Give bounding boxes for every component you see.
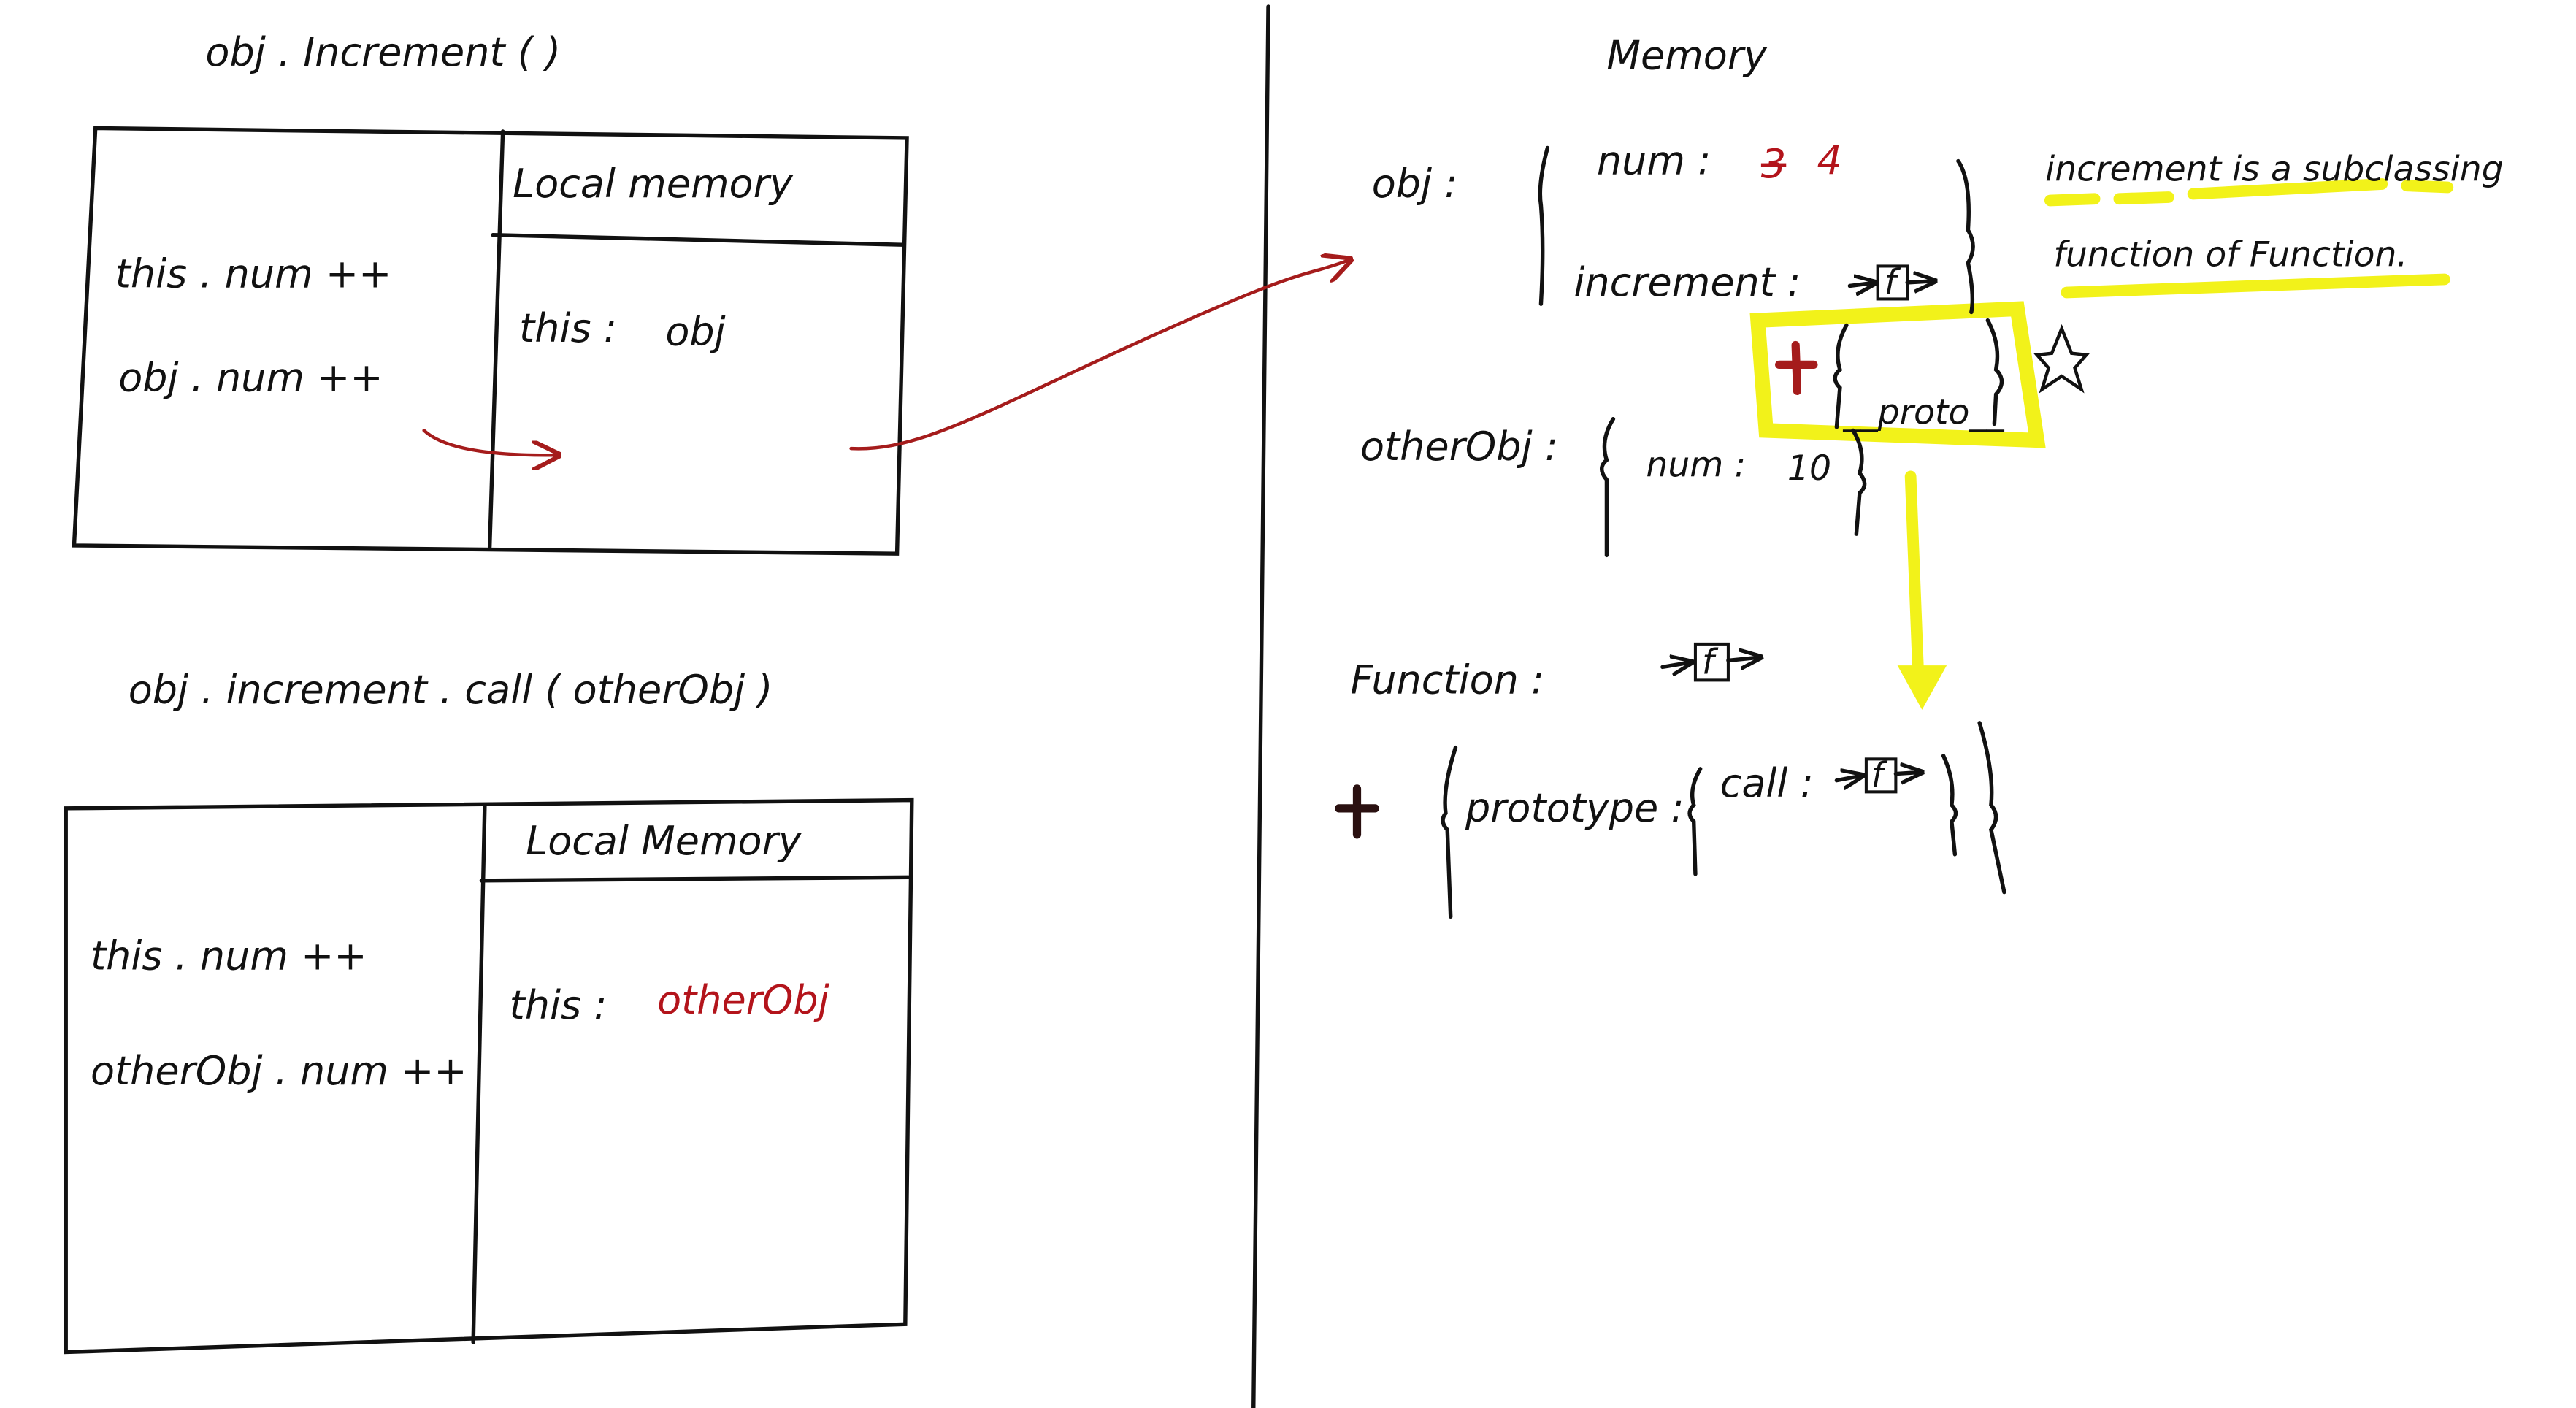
svg-text:f: f bbox=[1871, 756, 1888, 796]
call1-step-arrow bbox=[422, 429, 559, 455]
annotation-line: function of Function. bbox=[2053, 234, 2407, 275]
prototype-close-brace bbox=[1941, 754, 1958, 857]
call1-frame bbox=[72, 126, 909, 556]
call2-this-value: otherObj bbox=[657, 977, 829, 1023]
proto-close-brace bbox=[1985, 318, 2004, 426]
obj-proto: __proto__ bbox=[1842, 392, 2005, 432]
otherObj-num-value: 10 bbox=[1787, 448, 1831, 489]
call2-section: obj . increment . call ( otherObj ) Loca… bbox=[64, 667, 914, 1355]
call1-header-line bbox=[491, 233, 905, 247]
proto-open-brace bbox=[1833, 323, 1849, 429]
call2-frame bbox=[64, 797, 914, 1355]
call1-divider bbox=[487, 129, 505, 549]
red-cross-icon bbox=[1335, 784, 1379, 839]
call-key: call : bbox=[1720, 760, 1814, 806]
this-to-obj-arrow bbox=[849, 259, 1351, 451]
otherObj-num-key: num : bbox=[1646, 445, 1746, 485]
otherObj-close-brace bbox=[1851, 428, 1867, 536]
call1-local-memory-header: Local memory bbox=[513, 161, 794, 207]
call2-divider bbox=[471, 803, 487, 1344]
call1-code-line: obj . num ++ bbox=[118, 354, 383, 400]
proto-highlight-box bbox=[1749, 301, 2046, 448]
function-object-icon: f bbox=[1660, 642, 1761, 682]
call1-this-label: this : bbox=[519, 305, 617, 351]
otherObj-label: otherObj : bbox=[1360, 424, 1558, 470]
annotation-underline bbox=[2061, 273, 2450, 299]
obj-num-key: num : bbox=[1597, 137, 1711, 183]
call1-code-line: this . num ++ bbox=[115, 251, 392, 297]
obj-increment-key: increment : bbox=[1573, 259, 1801, 305]
otherObj-open-brace bbox=[1600, 416, 1616, 558]
call2-header-line bbox=[479, 875, 911, 883]
page-divider bbox=[1251, 4, 1270, 1408]
call-function-icon: f bbox=[1834, 756, 1922, 796]
increment-function-icon: f bbox=[1847, 263, 1935, 303]
function-entry: Function : f prototype : call : f bbox=[1335, 642, 2006, 919]
obj-num-old: 3 bbox=[1761, 141, 1786, 187]
annotation-underline bbox=[2044, 178, 2454, 207]
function-open-brace bbox=[1441, 745, 1458, 919]
prototype-key: prototype : bbox=[1465, 785, 1684, 831]
call2-this-label: this : bbox=[510, 982, 607, 1028]
call1-title: obj . Increment ( ) bbox=[205, 29, 561, 75]
star-icon bbox=[2033, 324, 2090, 394]
svg-text:f: f bbox=[1702, 642, 1719, 682]
function-label: Function : bbox=[1350, 657, 1544, 703]
memory-title: Memory bbox=[1606, 32, 1768, 78]
proto-chain-arrowhead bbox=[1897, 665, 1947, 710]
annotation-line: increment is a subclassing bbox=[2045, 149, 2504, 189]
call2-title: obj . increment . call ( otherObj ) bbox=[129, 667, 773, 713]
obj-close-brace bbox=[1956, 158, 1975, 315]
obj-entry: obj : num : 3 4 increment : f __proto__ bbox=[1372, 137, 2090, 432]
otherObj-entry: otherObj : num : 10 bbox=[1360, 416, 1867, 558]
obj-num-new: 4 bbox=[1817, 137, 1841, 183]
obj-label: obj : bbox=[1372, 161, 1458, 207]
obj-open-brace bbox=[1538, 145, 1550, 306]
proto-chain-arrow bbox=[1904, 470, 1925, 693]
call2-code-line: this . num ++ bbox=[91, 933, 367, 979]
call2-code-line: otherObj . num ++ bbox=[91, 1048, 467, 1094]
call2-local-memory-header: Local Memory bbox=[526, 818, 802, 864]
call1-this-value: obj bbox=[665, 308, 725, 354]
svg-text:f: f bbox=[1885, 263, 1901, 303]
prototype-open-brace bbox=[1687, 767, 1703, 876]
red-cross-icon bbox=[1775, 340, 1818, 396]
call1-section: obj . Increment ( ) Local memory this . … bbox=[72, 29, 1351, 556]
function-close-brace bbox=[1977, 721, 2006, 895]
